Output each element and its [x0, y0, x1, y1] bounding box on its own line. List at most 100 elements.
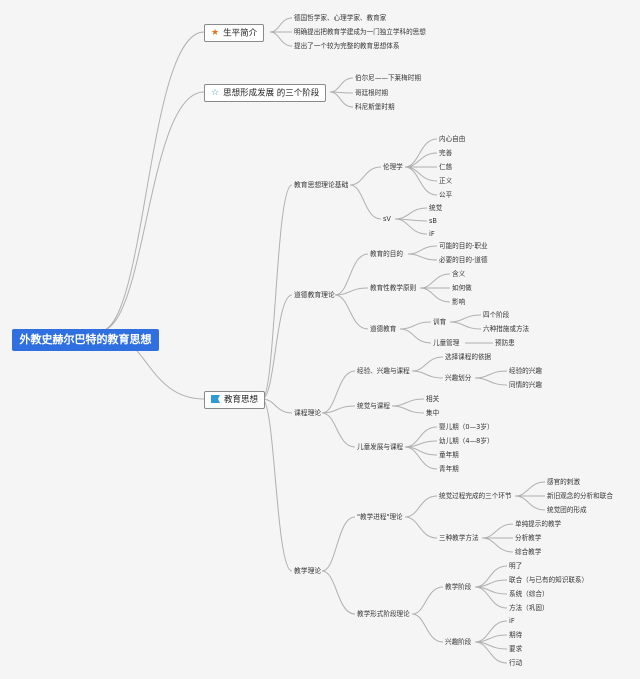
connector-line	[321, 516, 356, 572]
steps-item[interactable]: 方法（巩固）	[509, 604, 549, 612]
curr-interest[interactable]: 经验、兴趣与课程	[357, 367, 410, 375]
method-training[interactable]: 训育	[433, 318, 447, 326]
development-item[interactable]: 青年期	[439, 465, 459, 473]
connector-line	[391, 405, 425, 414]
process-links[interactable]: 统觉过程完成的三个环节	[439, 492, 512, 500]
interest-item[interactable]: iF	[509, 617, 515, 625]
apperception-item[interactable]: 相关	[426, 395, 440, 403]
connector-line	[399, 321, 432, 330]
teach-stages[interactable]: 教学形式阶段理论	[357, 610, 410, 618]
apperception-item[interactable]: 集中	[426, 409, 440, 417]
curr-development[interactable]: 儿童发展与课程	[357, 443, 404, 451]
topic-thought-label: 教育思想	[224, 395, 259, 405]
methods-item[interactable]: 综合教学	[515, 548, 542, 556]
connector-line	[399, 328, 432, 344]
links-item[interactable]: 统觉团的形成	[547, 506, 587, 514]
connector-line	[321, 412, 356, 448]
stage-item[interactable]: 科尼斯堡时期	[355, 103, 395, 111]
topic-life-label: 生平简介	[223, 28, 258, 39]
moral-aims[interactable]: 教育的目的	[370, 250, 403, 258]
stage-item[interactable]: 伯尔尼——下莱梅时期	[355, 74, 421, 82]
principle-item[interactable]: 影响	[452, 298, 466, 306]
connector-line	[474, 377, 508, 386]
connector-line	[329, 91, 354, 108]
steps-item[interactable]: 明了	[509, 562, 523, 570]
life-item[interactable]: 德国哲学家、心理学家、教育家	[294, 14, 387, 22]
development-item[interactable]: 童年期	[439, 451, 459, 459]
principle-item[interactable]: 如何做	[452, 284, 472, 292]
root-topic[interactable]: 外教史赫尔巴特的教育思想	[12, 329, 159, 351]
connector-line	[481, 523, 514, 539]
stages-steps[interactable]: 教学阶段	[445, 583, 472, 591]
mgmt-item[interactable]: 预防患	[495, 339, 515, 347]
connector-line	[321, 405, 356, 414]
process-methods[interactable]: 三种教学方法	[439, 534, 479, 542]
steps-item[interactable]: 联合（与已有的知识联系）	[509, 576, 589, 584]
life-item[interactable]: 提出了一个较为完整的教育思想体系	[294, 42, 400, 50]
aims-item[interactable]: 必要的目的-道德	[439, 256, 488, 264]
topic-life[interactable]: ★生平简介	[204, 24, 265, 42]
connector-line	[514, 495, 546, 511]
basis-psych[interactable]: sV	[383, 215, 391, 223]
interest-item[interactable]: 期待	[509, 631, 523, 639]
steps-item[interactable]: 系统（综合）	[509, 590, 549, 598]
ethics-item[interactable]: 内心自由	[439, 135, 466, 143]
branch-teaching[interactable]: 教学理论	[294, 567, 322, 575]
method-mgmt[interactable]: 儿童管理	[433, 339, 460, 347]
connector-line	[449, 314, 482, 323]
connector-line	[411, 586, 444, 615]
interest-basis[interactable]: 选择课程的依据	[445, 353, 492, 361]
interest-division[interactable]: 兴趣划分	[445, 374, 472, 382]
branch-curriculum[interactable]: 课程理论	[294, 409, 322, 417]
connector-line	[514, 481, 546, 497]
interest-item[interactable]: 行动	[509, 659, 523, 667]
links-item[interactable]: 新旧观念的分析和联合	[547, 492, 613, 500]
topic-stages[interactable]: ☆思想形成发展 的三个阶段	[204, 84, 327, 102]
principle-item[interactable]: 含义	[452, 270, 466, 278]
topic-stages-label: 思想形成发展 的三个阶段	[223, 88, 320, 99]
psych-item[interactable]: sB	[429, 217, 437, 225]
connector-line	[391, 398, 425, 407]
methods-item[interactable]: 分析教学	[515, 534, 542, 542]
connector-line	[474, 565, 508, 588]
development-item[interactable]: 婴儿期（0—3岁）	[439, 423, 494, 431]
connector-line	[404, 516, 438, 539]
development-item[interactable]: 幼儿期（4—8岁）	[439, 437, 494, 445]
moral-method[interactable]: 道德教育	[370, 325, 397, 333]
teach-process[interactable]: "教学进程"理论	[357, 513, 403, 521]
psych-item[interactable]: 统觉	[429, 204, 443, 212]
ethics-item[interactable]: 完善	[439, 149, 453, 157]
aims-item[interactable]: 可能的目的-职业	[439, 242, 488, 250]
branch-basis[interactable]: 教育思想理论基础	[294, 181, 349, 189]
training-item[interactable]: 四个阶段	[483, 311, 510, 319]
ethics-item[interactable]: 仁慈	[439, 163, 453, 171]
ethics-item[interactable]: 正义	[439, 177, 453, 185]
curr-apperception[interactable]: 统觉与课程	[357, 402, 390, 410]
life-item[interactable]: 明确提出把教育学建成为一门独立学科的思想	[294, 28, 426, 36]
division-item[interactable]: 经验的兴趣	[509, 367, 542, 375]
connector-line	[261, 398, 293, 572]
stage-item[interactable]: 哥廷根时期	[355, 89, 388, 97]
psych-item[interactable]: iF	[429, 230, 435, 238]
links-item[interactable]: 感官的刺激	[547, 478, 580, 486]
moral-principle[interactable]: 教育性教学原则	[370, 284, 417, 292]
branch-moral[interactable]: 道德教育理论	[294, 291, 335, 299]
connector-line	[407, 245, 438, 255]
topic-thought[interactable]: 教育思想	[204, 391, 266, 409]
connector-line	[269, 31, 293, 47]
ethics-item[interactable]: 公平	[439, 191, 453, 199]
connector-line	[404, 152, 438, 168]
connector-line	[329, 77, 354, 93]
division-item[interactable]: 同情的兴趣	[509, 381, 542, 389]
connector-line	[321, 570, 356, 615]
methods-item[interactable]: 单纯提示的教学	[515, 520, 562, 528]
connector-line	[411, 613, 444, 643]
connector-line	[419, 287, 451, 303]
training-item[interactable]: 六种措施或方法	[483, 325, 530, 333]
interest-item[interactable]: 要求	[509, 645, 523, 653]
stages-interest[interactable]: 兴趣阶段	[445, 638, 472, 646]
connector-line	[99, 31, 205, 332]
connector-line	[269, 17, 293, 33]
basis-ethics[interactable]: 伦理学	[383, 163, 403, 171]
connector-line	[321, 370, 356, 414]
